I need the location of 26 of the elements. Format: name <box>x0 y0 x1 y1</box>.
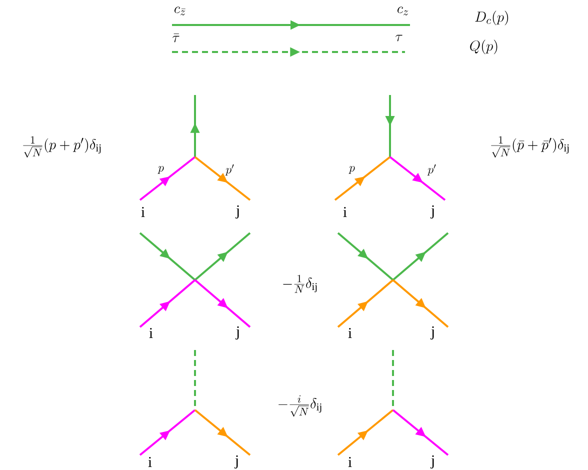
math-label: $c_{\bar{z}}$ <box>174 6 186 16</box>
math-label: $c_{z}$ <box>398 6 408 16</box>
math-label: $Q(p)$ <box>470 40 498 54</box>
math-label: $\bar{\tau}$ <box>172 34 180 42</box>
math-label: $\mathrm{i}$ <box>348 328 352 338</box>
math-label: $\mathrm{i}$ <box>148 457 152 467</box>
math-label: $p$ <box>348 166 355 174</box>
math-label: $\mathrm{j}$ <box>235 205 239 219</box>
math-label: $\frac{1}{\sqrt{N}}(p+p')\delta_{\mathrm{ij}}$ <box>23 136 101 158</box>
math-label: $\mathrm{i}$ <box>343 207 347 217</box>
math-label: $p$ <box>158 166 164 174</box>
math-label: $D_{c}(p)$ <box>475 10 508 26</box>
math-label: $\mathrm{j}$ <box>234 455 238 469</box>
math-label: $\mathrm{j}$ <box>430 455 434 469</box>
math-label: $\tau$ <box>396 34 402 42</box>
math-label: $-\frac{i}{\sqrt{N}}\delta_{\mathrm{ij}}$ <box>278 395 322 417</box>
math-label: $p'$ <box>225 164 234 176</box>
math-label: $\mathrm{i}$ <box>348 457 352 467</box>
math-label: $\mathrm{j}$ <box>235 326 239 340</box>
math-label: $\mathrm{j}$ <box>430 326 434 340</box>
math-label: $\mathrm{i}$ <box>149 328 153 338</box>
math-label: $-\frac{1}{N}\delta_{\mathrm{ij}}$ <box>283 274 317 293</box>
math-label: $\mathrm{i}$ <box>141 207 145 217</box>
math-label: $\mathrm{j}$ <box>430 205 434 219</box>
math-label: $\frac{1}{\sqrt{N}}(\bar{p}+\bar{p}')\delta_{\mathrm{ij}}$ <box>491 136 569 158</box>
math-label: $p'$ <box>427 164 436 176</box>
